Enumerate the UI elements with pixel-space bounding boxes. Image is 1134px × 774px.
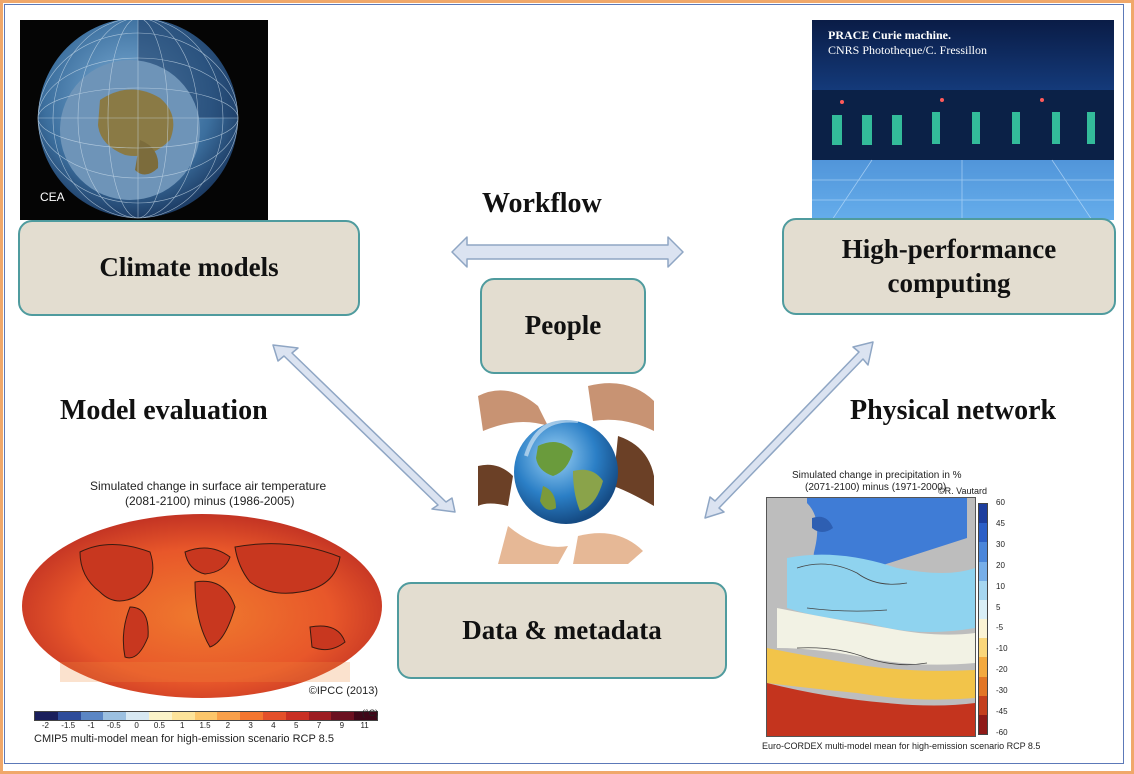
europe-colorbar-tick: 5 (996, 602, 1001, 612)
europe-colorbar-tick: 30 (996, 539, 1005, 549)
world-colorbar-tick: 9 (339, 721, 345, 730)
workflow-arrow (451, 236, 684, 268)
europe-colorbar-tick: -45 (996, 707, 1008, 717)
world-colorbar-tick: -1.5 (61, 721, 76, 730)
europe-colorbar-tick: 45 (996, 518, 1005, 528)
europe-map-credit: ©R. Vautard (938, 486, 987, 496)
model-evaluation-arrow (272, 344, 456, 513)
europe-map-title-line2: (2071-2100) minus (1971-2000) (805, 482, 947, 493)
world-colorbar-unit: (°C) (362, 708, 379, 718)
europe-map-title-line1: Simulated change in precipitation in % (792, 470, 962, 481)
europe-colorbar (978, 503, 988, 735)
data-metadata-box: Data & metadata (397, 582, 727, 679)
world-map-title-line2: (2081-2100) minus (1986-2005) (125, 494, 295, 508)
world-colorbar-tick: 4 (271, 721, 276, 730)
climate-model-globe-image: CEA (20, 20, 268, 220)
world-colorbar-ticks: -2 -1.5 -1 -0.5 0 0.5 1 1.5 2 3 4 5 7 9 11 (34, 721, 376, 733)
physical-network-arrow (704, 341, 874, 519)
europe-colorbar-ticks: 60 45 30 20 10 5 -5 -10 -20 -30 -45 -60 (996, 498, 1026, 737)
europe-colorbar-tick: 60 (996, 498, 1005, 507)
world-map-title-line1: Simulated change in surface air temperat… (90, 479, 327, 493)
world-colorbar-tick: 11 (360, 721, 369, 730)
world-colorbar (34, 711, 378, 721)
world-colorbar-tick: -1 (87, 721, 95, 730)
world-colorbar-tick: 5 (293, 721, 299, 730)
europe-map-caption: Euro-CORDEX multi-model mean for high-em… (762, 741, 1041, 751)
world-colorbar-tick: 0 (134, 721, 139, 730)
globe-credit: CEA (40, 190, 65, 204)
climate-models-box: Climate models (18, 220, 360, 316)
world-map-credit: ©IPCC (2013) (308, 685, 378, 697)
europe-colorbar-tick: -60 (996, 728, 1008, 737)
europe-colorbar-tick: -5 (996, 623, 1004, 633)
europe-colorbar-tick: -10 (996, 644, 1008, 654)
hpc-caption-line2: CNRS Phototheque/C. Fressillon (828, 43, 988, 57)
people-box: People (480, 278, 646, 374)
world-colorbar-tick: -0.5 (106, 721, 121, 730)
world-colorbar-tick: 1.5 (199, 721, 211, 730)
world-colorbar-tick: 0.5 (153, 721, 165, 730)
physical-network-label: Physical network (850, 395, 1057, 426)
europe-colorbar-tick: 20 (996, 560, 1005, 570)
world-temperature-map: ©IPCC (2013) (20, 512, 384, 700)
world-colorbar-tick: 3 (248, 721, 253, 730)
world-colorbar-tick: 7 (316, 721, 322, 730)
world-colorbar-tick: -2 (41, 721, 49, 730)
world-colorbar-tick: 2 (225, 721, 231, 730)
hpc-caption-line1: PRACE Curie machine. (828, 28, 951, 42)
europe-colorbar-tick: -30 (996, 686, 1008, 696)
world-map-caption: CMIP5 multi-model mean for high-emission… (34, 733, 334, 745)
europe-colorbar-tick: 10 (996, 581, 1005, 591)
europe-colorbar-tick: -20 (996, 665, 1008, 675)
europe-precipitation-map (766, 497, 976, 737)
people-globe-image (478, 376, 654, 564)
inner-frame (4, 4, 1124, 764)
workflow-label: Workflow (482, 188, 602, 219)
hpc-photo: PRACE Curie machine. CNRS Phototheque/C.… (812, 20, 1114, 220)
model-evaluation-label: Model evaluation (60, 395, 268, 426)
hpc-box: High-performance computing (782, 218, 1116, 315)
world-colorbar-tick: 1 (179, 721, 185, 730)
